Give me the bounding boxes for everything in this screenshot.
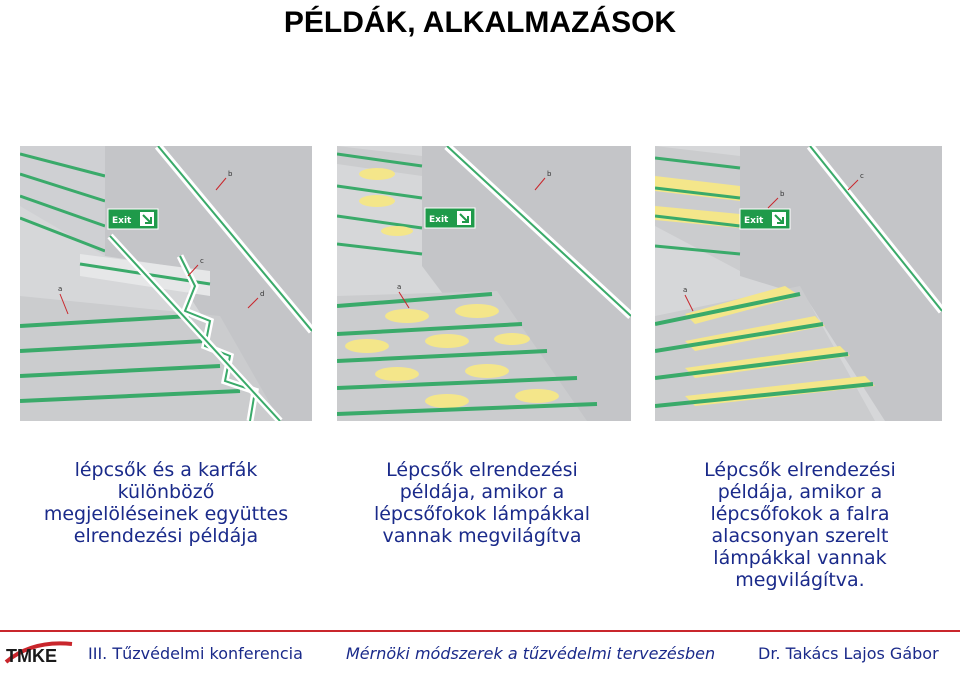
label-a: a: [683, 286, 687, 294]
label-a: a: [58, 285, 62, 293]
footer-topic: Mérnöki módszerek a tűzvédelmi tervezésb…: [346, 644, 716, 663]
illustration-panel-2: Exit b a: [337, 146, 631, 421]
caption-panel-2: Lépcsők elrendezési példája, amikor a lé…: [373, 459, 591, 547]
tmke-logo: TMKE: [4, 641, 73, 666]
svg-text:Exit: Exit: [429, 215, 449, 225]
staircase-illustration: Exit b c d a: [20, 146, 312, 421]
label-b: b: [547, 170, 552, 178]
illustration-panel-1: Exit b c d a: [20, 146, 312, 421]
footer-conference: III. Tűzvédelmi konferencia: [88, 644, 303, 663]
staircase-illustration: Exit b c a: [655, 146, 942, 421]
staircase-illustration: Exit b a: [337, 146, 631, 421]
exit-sign-icon: Exit: [107, 208, 159, 230]
footer-rule: [0, 630, 960, 632]
caption-panel-1: lépcsők és a karfák különböző megjelölés…: [43, 459, 289, 547]
label-c: c: [200, 257, 204, 265]
illustration-panel-3: Exit b c a: [655, 146, 942, 421]
caption-panel-3: Lépcsők elrendezési példája, amikor a lé…: [704, 459, 896, 591]
exit-sign-icon: Exit: [424, 207, 476, 229]
svg-text:TMKE: TMKE: [6, 646, 57, 666]
label-b: b: [780, 190, 785, 198]
page-title: PÉLDÁK, ALKALMAZÁSOK: [283, 6, 677, 39]
exit-sign-icon: Exit: [739, 208, 791, 230]
svg-text:Exit: Exit: [744, 216, 764, 226]
label-b: b: [228, 170, 233, 178]
footer-author: Dr. Takács Lajos Gábor: [758, 644, 939, 663]
label-c: c: [860, 172, 864, 180]
label-a: a: [397, 283, 401, 291]
svg-text:Exit: Exit: [112, 216, 132, 226]
label-d: d: [260, 290, 264, 298]
